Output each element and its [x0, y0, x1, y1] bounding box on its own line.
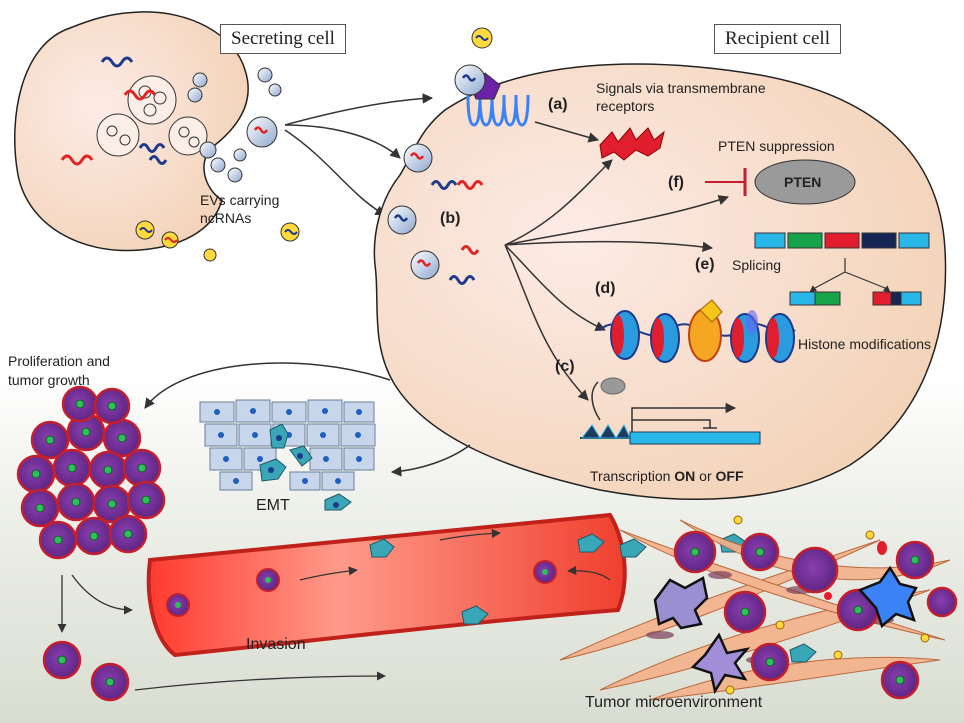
- tumor-microenvironment-label: Tumor microenvironment: [585, 694, 763, 711]
- secreting-cell-label: Secreting cell: [220, 24, 346, 54]
- invasion-label: Invasion: [246, 636, 306, 653]
- transcription-caption: Transcription ON or OFF: [590, 468, 744, 484]
- tumor-nuclei: [31, 399, 151, 545]
- pathway-arrows: [504, 159, 729, 401]
- nucleosome-icon: [599, 299, 796, 363]
- transcription-off: OFF: [715, 468, 744, 484]
- blood-vessel: [146, 512, 627, 658]
- receptor-icon: [454, 27, 530, 127]
- step-a-label: (a): [548, 96, 568, 113]
- gene-promoter-icon: [580, 377, 761, 445]
- histone-caption: Histone modifications: [798, 336, 932, 352]
- tumor-mass: [16, 385, 166, 560]
- entering-evs: [387, 143, 484, 285]
- pten-label: PTEN: [784, 174, 822, 190]
- proliferation-caption-1: Proliferation and: [8, 353, 110, 369]
- step-d-label: (d): [595, 280, 616, 297]
- transcription-or: or: [695, 468, 716, 484]
- step-e-label: (e): [695, 256, 715, 273]
- signals-caption-1: Signals via transmembrane: [596, 80, 766, 96]
- transcription-prefix: Transcription: [590, 468, 675, 484]
- secreting-cell: [14, 11, 249, 252]
- circulating-cells: [42, 640, 130, 702]
- evs-caption-1: EVs carrying: [200, 192, 280, 208]
- splicing-diagram: [754, 232, 930, 306]
- splicing-caption: Splicing: [732, 257, 782, 273]
- migrating-cells: [461, 533, 747, 625]
- step-f-label: (f): [668, 174, 684, 191]
- released-evs: [135, 67, 300, 262]
- step-c-label: (c): [555, 358, 575, 375]
- transfer-arrows: [284, 93, 434, 216]
- proliferation-caption-2: tumor growth: [8, 372, 90, 388]
- signals-caption-2: receptors: [596, 98, 655, 114]
- pten-suppression-caption: PTEN suppression: [718, 138, 835, 154]
- emt-epithelium: [199, 399, 376, 511]
- evs-caption-2: ncRNAs: [200, 210, 252, 226]
- pten-suppression: [705, 159, 856, 205]
- arrow-to-proliferation: [144, 362, 391, 409]
- signal-icon: [599, 127, 665, 161]
- arrow-to-emt: [390, 444, 471, 477]
- tumor-microenvironment: [559, 515, 958, 701]
- step-b-label: (b): [440, 210, 461, 227]
- recipient-cell-label: Recipient cell: [714, 24, 841, 54]
- emt-label: EMT: [256, 497, 290, 514]
- tumor-arrows: [57, 574, 386, 691]
- arrow-a: [534, 121, 600, 143]
- transcription-on: ON: [674, 468, 696, 484]
